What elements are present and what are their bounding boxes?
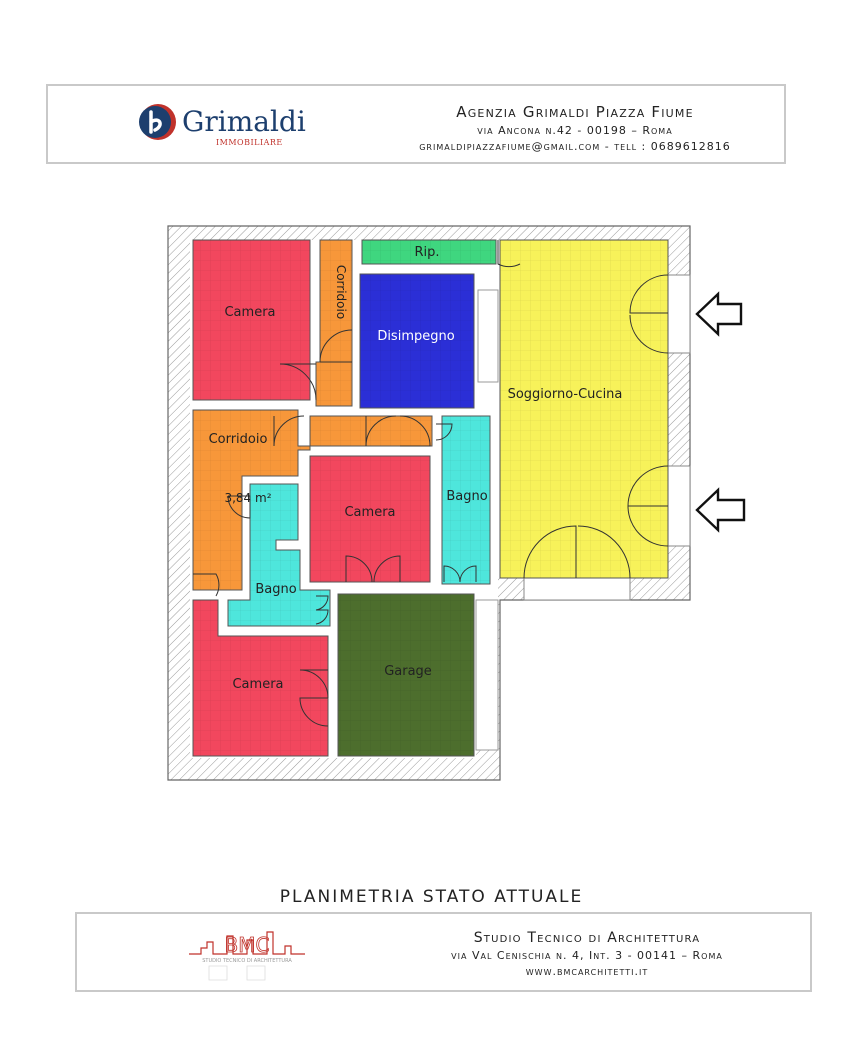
- studio-footer: BMC STUDIO TECNICO DI ARCHITETTURA Studi…: [75, 912, 812, 992]
- room-bagno-1: [441, 415, 491, 585]
- floor-plan: Camera Corridoio Rip. Disimpegno Soggior…: [167, 225, 746, 781]
- label-bagno-2: Bagno: [255, 582, 296, 597]
- grimaldi-logo-name: Grimaldi: [182, 105, 306, 138]
- agency-address: via Ancona n.42 - 00198 – Roma: [477, 124, 673, 137]
- agency-contact: grimaldipiazzafiume@gmail.com - tell : 0…: [419, 140, 731, 153]
- studio-title: Studio Tecnico di Architettura: [473, 930, 701, 946]
- label-corridoio-vertical: Corridoio: [334, 265, 348, 319]
- studio-address: via Val Cenischia n. 4, Int. 3 - 00141 –…: [451, 949, 723, 962]
- room-disimpegno: [359, 273, 475, 409]
- room-corridoio-vertical: [315, 239, 353, 407]
- label-camera-1: Camera: [224, 305, 275, 320]
- arrow-left-icon: [695, 487, 746, 533]
- label-ripostiglio: Rip.: [414, 245, 439, 260]
- agency-header: Grimaldi IMMOBILIARE Agenzia Grimaldi Pi…: [46, 84, 786, 164]
- label-garage: Garage: [384, 664, 432, 679]
- bmc-logo-icon: BMC STUDIO TECNICO DI ARCHITETTURA: [189, 931, 305, 981]
- room-soggiorno-cucina: [499, 239, 669, 579]
- label-bagno-1: Bagno: [446, 489, 487, 504]
- bmc-logo-sub: STUDIO TECNICO DI ARCHITETTURA: [202, 958, 292, 964]
- agency-title: Agenzia Grimaldi Piazza Fiume: [456, 103, 694, 121]
- arrow-left-icon: [695, 291, 743, 337]
- room-bagno-2: [227, 483, 331, 627]
- label-camera-3: Camera: [232, 677, 283, 692]
- grimaldi-logo-sub: IMMOBILIARE: [216, 138, 283, 147]
- room-corridoio-l: [192, 409, 433, 591]
- label-corridoio-l: Corridoio: [209, 432, 268, 447]
- room-ripostiglio: [361, 239, 497, 265]
- room-garage: [337, 593, 475, 757]
- room-camera-3: [192, 599, 329, 757]
- label-disimpegno: Disimpegno: [377, 329, 454, 344]
- bmc-logo-text: BMC: [225, 933, 270, 957]
- label-camera-2: Camera: [344, 505, 395, 520]
- room-camera-1: [192, 239, 311, 401]
- plan-title: PLANIMETRIA STATO ATTUALE: [279, 887, 584, 907]
- door-swings: [193, 240, 669, 727]
- room-camera-2: [309, 455, 431, 583]
- label-soggiorno-cucina: Soggiorno-Cucina: [508, 387, 623, 402]
- label-area: 3,84 m²: [224, 491, 271, 505]
- grimaldi-logo-icon: [139, 104, 176, 140]
- studio-site: www.bmcarchitetti.it: [525, 965, 649, 978]
